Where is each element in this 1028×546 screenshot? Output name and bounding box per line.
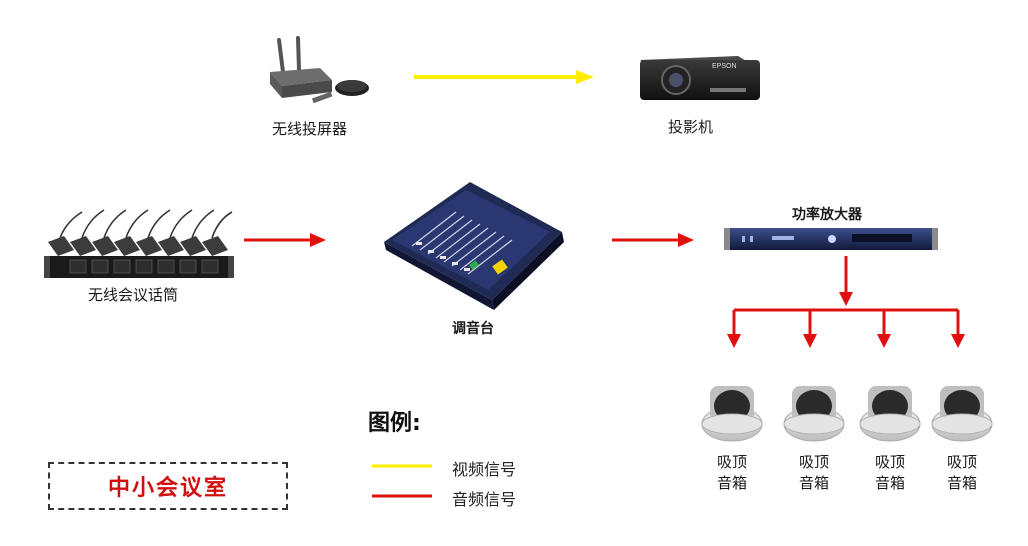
ceiling-speaker-icon [783,386,845,442]
legend-title: 图例: [368,411,421,436]
mixer-label: 调音台 [452,321,494,337]
projector-label: 投影机 [668,118,714,136]
speaker-label-line2: 音箱 [716,474,747,492]
speaker-label-line1: 吸顶 [716,453,747,471]
wireless-mic-icon [44,209,234,278]
amplifier-label: 功率放大器 [792,207,862,223]
projector-icon: EPSON [640,56,760,100]
ceiling-speaker-icon [701,386,763,442]
speaker-label-line2: 音箱 [798,474,829,492]
speaker-label: 吸顶 音箱 [860,452,920,494]
room-label: 中小会议室 [107,476,228,501]
mixer-icon [384,182,564,310]
ceiling-speaker-icon [931,386,993,442]
svg-text:EPSON: EPSON [712,63,737,70]
wireless-mic-label: 无线会议话筒 [88,286,179,304]
audio-arrow-amp-to-speakers [732,256,960,336]
room-label-box: 中小会议室 [48,462,288,510]
legend-video-label: 视频信号 [452,460,517,479]
speaker-label-line2: 音箱 [946,474,977,492]
speaker-label-line1: 吸顶 [946,453,977,471]
audio-arrow-mixer-to-amp [612,233,694,247]
speaker-label-line1: 吸顶 [874,453,905,471]
audio-arrowheads [727,292,965,348]
speaker-label-line2: 音箱 [874,474,905,492]
audio-arrow-mic-to-mixer [244,233,326,247]
legend-audio-label: 音频信号 [452,490,517,509]
amplifier-icon [724,228,938,250]
ceiling-speaker-icon [859,386,921,442]
speaker-label: 吸顶 音箱 [932,452,992,494]
video-signal-arrow [414,70,594,84]
wireless-projector-icon [270,36,369,104]
speaker-label: 吸顶 音箱 [702,452,762,494]
speaker-label-line1: 吸顶 [798,453,829,471]
wireless-projector-label: 无线投屏器 [272,120,348,138]
speaker-label: 吸顶 音箱 [784,452,844,494]
